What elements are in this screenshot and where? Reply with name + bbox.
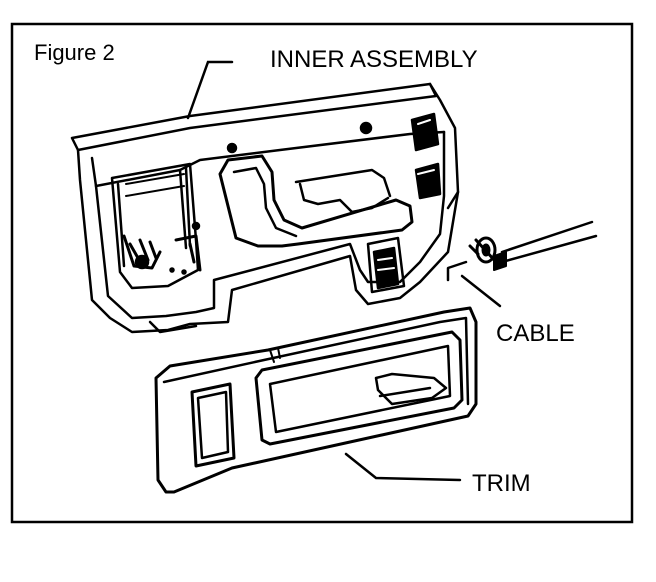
label-cable: CABLE [496,320,575,347]
label-trim: TRIM [472,470,531,497]
label-inner-assembly: INNER ASSEMBLY [270,46,478,73]
inner-assembly [70,82,460,334]
cable [446,220,598,282]
leader-lines [186,60,502,482]
trim-bezel [154,306,478,494]
figure-border [10,22,634,524]
leader-inner-assembly [186,60,234,120]
figure-title: Figure 2 [34,40,115,65]
leader-cable [460,274,502,308]
leader-trim [344,452,462,482]
